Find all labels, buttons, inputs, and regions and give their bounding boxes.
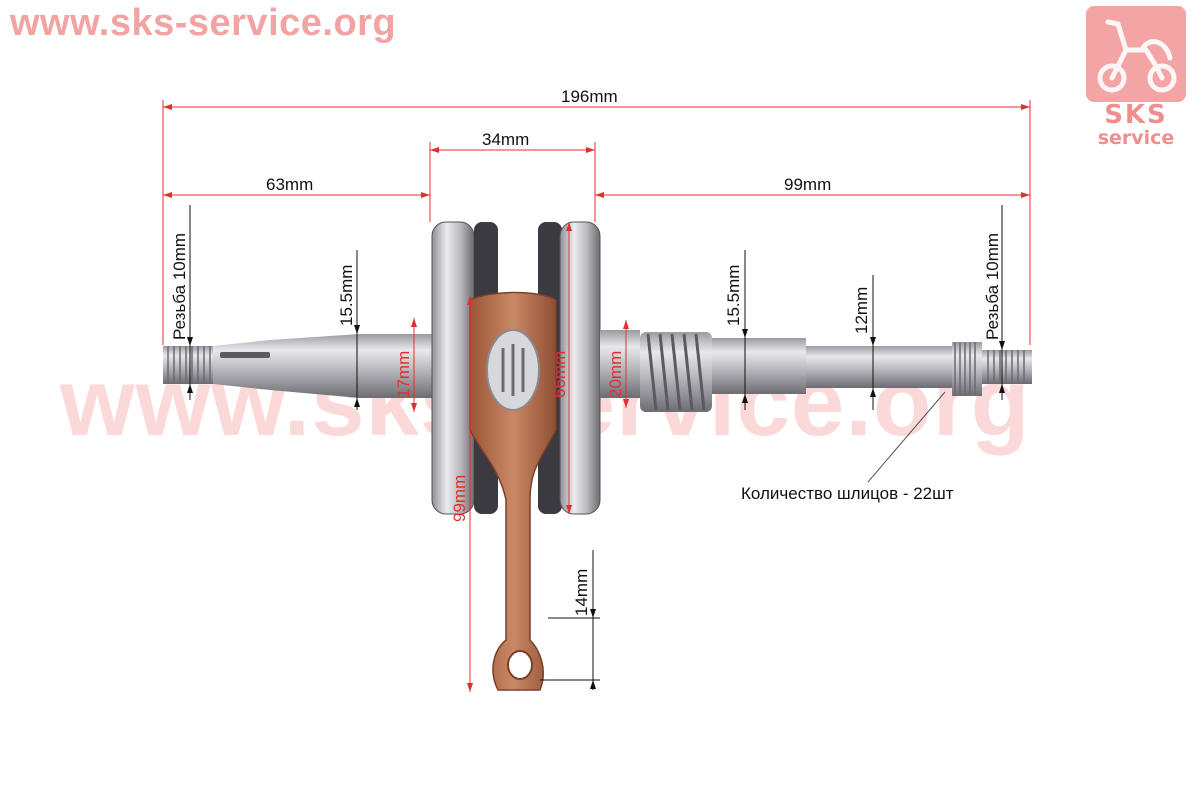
keyway-slot [220, 352, 270, 358]
logo-service-text: service [1097, 127, 1175, 149]
brand-logo: SKS service [1086, 6, 1186, 149]
dim-small-end-dia: 14mm [572, 568, 591, 616]
dim-left-thread: Резьба 10mm [170, 232, 189, 340]
right-shaft [712, 338, 806, 394]
dim-right-shaft-dia: 15.5mm [724, 264, 743, 326]
dimension-lines [162, 100, 1031, 692]
dim-right-end-dia: 12mm [852, 286, 871, 334]
right-thread [982, 350, 1032, 384]
dim-left-journal-dia: 17mm [394, 350, 413, 398]
dim-rod-length: 99mm [450, 474, 469, 522]
worm-gear [640, 332, 712, 412]
black-arrowheads [187, 325, 1005, 689]
spline-section [952, 342, 982, 396]
arrowheads [163, 104, 1030, 692]
dim-right-section: 99mm [784, 175, 832, 194]
left-flywheel [431, 221, 475, 515]
connecting-rod [469, 291, 557, 691]
logo-sks-text: SKS [1104, 100, 1168, 130]
right-journal [600, 330, 640, 398]
dim-cheek-width: 34mm [482, 130, 530, 149]
right-end-shaft [806, 346, 952, 388]
left-shaft [213, 334, 432, 398]
dim-total-length: 196mm [561, 87, 618, 106]
dim-left-section: 63mm [266, 175, 314, 194]
dim-right-thread: Резьба 10mm [983, 232, 1002, 340]
dim-left-shaft-dia: 15.5mm [337, 264, 356, 326]
watermark-top-text: www.sks-service.org [10, 2, 397, 44]
left-thread [163, 346, 213, 384]
scooter-icon [1086, 6, 1186, 102]
dim-right-journal-dia: 20mm [606, 350, 625, 398]
dim-flywheel-dia: 66mm [550, 350, 569, 398]
spline-count-note: Количество шлицов - 22шт [741, 484, 954, 503]
